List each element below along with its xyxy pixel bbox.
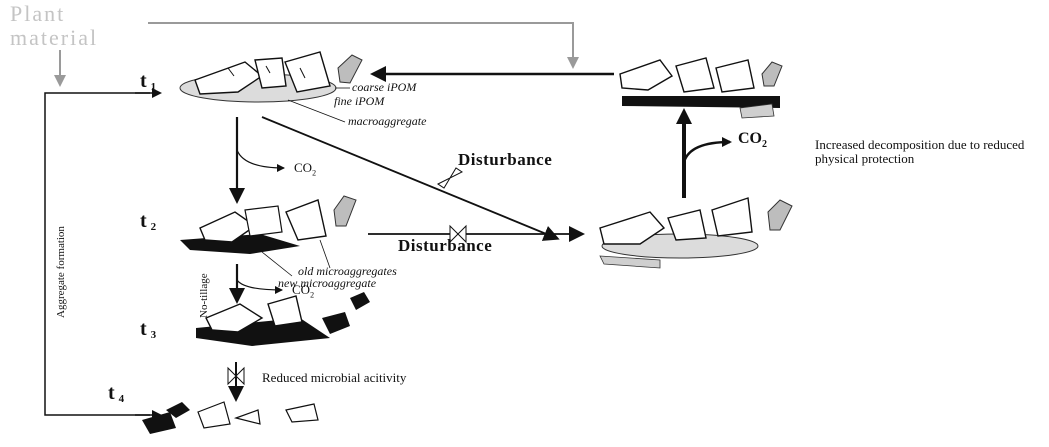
increased-decomposition-label: Increased decomposition due to reduced p… xyxy=(815,137,1025,166)
t1-aggregate xyxy=(179,51,363,103)
co2-small-label-1: CO2 xyxy=(294,160,316,178)
t1-recycled-aggregate xyxy=(619,57,783,119)
co2-small-sub-1: 2 xyxy=(312,168,317,178)
co2-small-sub-2: 2 xyxy=(310,290,315,300)
aggregate-formation-label: Aggregate formation xyxy=(55,226,67,318)
disturbance-label-mid: Disturbance xyxy=(398,236,493,255)
plant-material-line-1: Plant xyxy=(10,1,66,26)
disturbance-label-top: Disturbance xyxy=(458,150,553,169)
co2-small-text-1: CO xyxy=(294,160,313,175)
old-microaggregates-label: old microaggregates xyxy=(298,264,397,278)
t2-aggregate xyxy=(180,195,357,254)
fine-ipom-label: fine iPOM xyxy=(334,94,385,108)
t4-aggregate xyxy=(142,401,319,434)
t2-letter: t xyxy=(140,210,147,232)
new-microaggregate-label: new microaggregate xyxy=(278,276,377,290)
plant-material-label: Plant material xyxy=(10,2,98,50)
plant-material-line-2: material xyxy=(10,25,99,50)
t1-letter: t xyxy=(140,70,147,92)
t3-sub: 3 xyxy=(150,329,157,341)
t3-letter: t xyxy=(140,318,147,340)
co2-small-label-2: CO2 xyxy=(292,282,314,300)
no-tillage-label: No-tillage xyxy=(198,273,210,318)
t4-letter: t xyxy=(108,382,115,404)
co2-large-label: CO2 xyxy=(738,130,767,150)
t2-sub: 2 xyxy=(150,221,157,233)
co2-large-sub: 2 xyxy=(762,139,767,151)
macroaggregate-label: macroaggregate xyxy=(348,114,427,128)
t1-sub: 1 xyxy=(150,81,157,93)
reduced-microbial-label: Reduced microbial acitivity xyxy=(262,370,407,385)
t3-aggregate xyxy=(196,292,370,346)
aggregate-formation-loop xyxy=(44,88,162,420)
coarse-ipom-label: coarse iPOM xyxy=(352,80,417,94)
disturbed-aggregate xyxy=(599,197,793,269)
co2-small-text-2: CO xyxy=(292,282,311,297)
t4-sub: 4 xyxy=(118,393,125,405)
plant-feedback-arrow xyxy=(148,22,579,69)
co2-large-text: CO xyxy=(738,130,762,147)
